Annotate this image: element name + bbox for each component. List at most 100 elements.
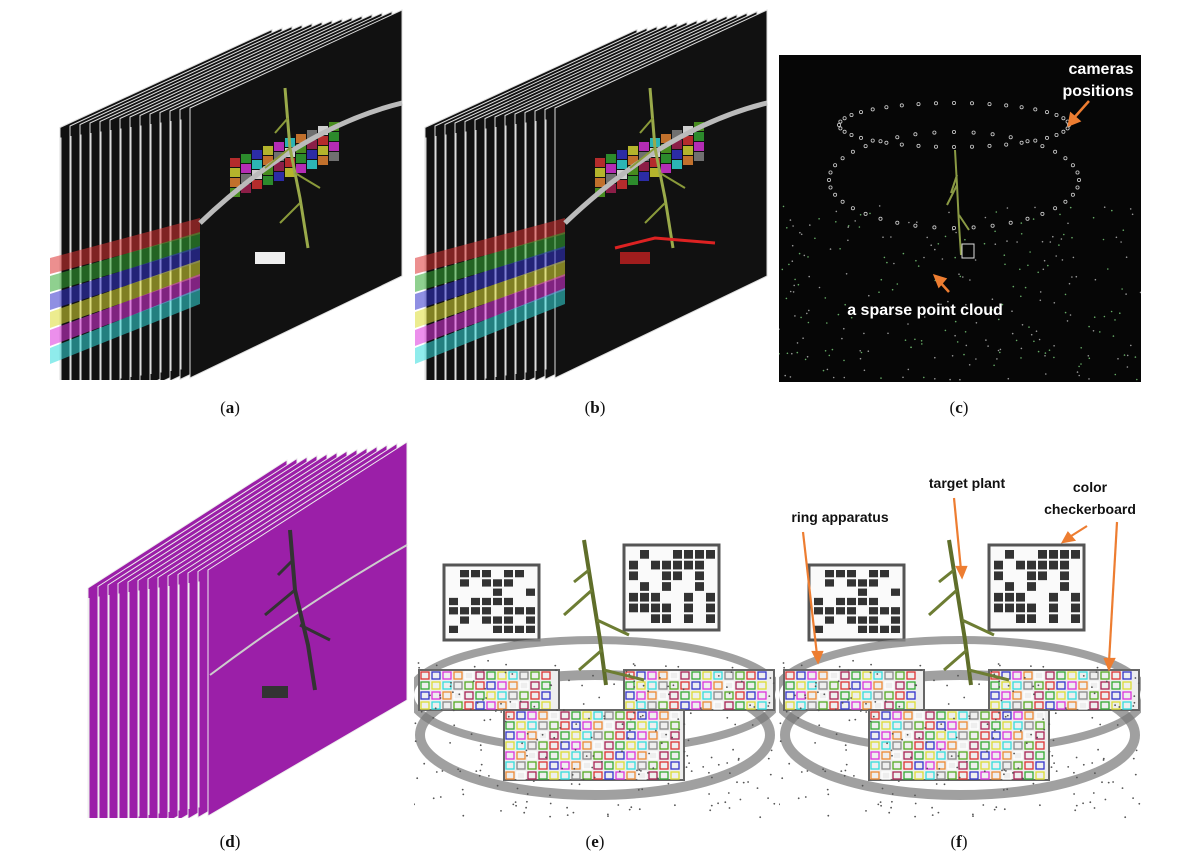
checker-cell [661, 144, 671, 153]
floor-cell [560, 731, 570, 740]
dense-point [1093, 807, 1096, 809]
dense-point [578, 783, 581, 786]
floor-cell [1013, 741, 1023, 750]
floor-cell [497, 671, 507, 680]
dense-point [449, 742, 451, 744]
floor-cell [680, 691, 690, 700]
checker-cell [504, 597, 513, 606]
floor-cell [541, 671, 551, 680]
sparse-point [878, 291, 880, 293]
floor-cell [626, 721, 636, 730]
floor-cell [903, 711, 913, 720]
floor-cell [549, 721, 559, 730]
checker-cell [672, 150, 682, 159]
camera-marker [899, 103, 904, 108]
dense-point [656, 777, 659, 780]
floor-cell [691, 671, 701, 680]
dense-point [897, 780, 900, 782]
dense-point [880, 804, 882, 807]
floor-cell [530, 671, 540, 680]
dense-point [822, 768, 824, 771]
dense-point [634, 664, 636, 667]
sparse-point [956, 341, 959, 343]
sparse-point [864, 310, 867, 312]
checker-cell [296, 134, 306, 143]
dense-point [523, 811, 526, 814]
color-band [415, 232, 565, 292]
dense-point [876, 673, 879, 675]
floor-cell [442, 691, 452, 700]
dense-point [566, 806, 568, 809]
floor-cell [625, 691, 635, 700]
floor-cell [903, 721, 913, 730]
dense-point [1007, 684, 1010, 687]
checker-cell [695, 571, 704, 581]
checker-cell [891, 625, 900, 633]
dense-point [931, 806, 933, 809]
dense-point [770, 749, 773, 752]
floor-cell [453, 671, 463, 680]
dense-point [769, 773, 772, 776]
floor-cell [475, 671, 485, 680]
camera-marker [1075, 185, 1080, 190]
checker-cell [526, 588, 535, 596]
floor-cell [659, 761, 669, 770]
dense-point [1116, 724, 1119, 726]
sparse-point [1020, 357, 1022, 359]
floor-cell [497, 701, 507, 710]
floor-cell [516, 711, 526, 720]
dense-point [500, 702, 502, 705]
floor-cell [648, 771, 658, 780]
checker-cell [858, 625, 867, 633]
panel-c-label-cloud: a sparse point cloud [847, 302, 1003, 319]
sparse-point [832, 376, 835, 379]
dense-point [773, 802, 776, 805]
checker-cell [661, 154, 671, 163]
floor-cell [538, 721, 548, 730]
dense-point [1114, 704, 1116, 707]
floor-cell [1034, 671, 1044, 680]
sparse-point [1071, 276, 1073, 278]
dense-point [514, 801, 517, 803]
floor-cell [658, 681, 668, 690]
sparse-point [921, 343, 923, 345]
checker-cell [880, 607, 889, 615]
floor-cell [604, 731, 614, 740]
checker-cell [1049, 560, 1058, 570]
panel-e [406, 520, 784, 820]
dense-point [767, 705, 770, 707]
dense-point [655, 729, 657, 732]
sparse-point [826, 322, 828, 324]
checker-cell [1038, 550, 1047, 559]
sparse-point [1044, 355, 1046, 357]
sparse-point [1061, 259, 1064, 261]
dense-point [870, 663, 872, 666]
color-band [50, 260, 200, 328]
floor-cell [648, 721, 658, 730]
dense-point [1001, 769, 1003, 772]
sparse-point [985, 339, 987, 341]
dense-point [1121, 787, 1124, 789]
floor-cell [884, 691, 894, 700]
sparse-point [1045, 373, 1047, 375]
floor-cell [958, 731, 968, 740]
floor-cell [881, 721, 891, 730]
panel-c-label-cameras: cameras [1069, 61, 1134, 78]
floor-cell [785, 671, 795, 680]
dense-point [504, 671, 507, 674]
floor-cell [735, 681, 745, 690]
checker-cell [639, 162, 649, 171]
floor-cell [519, 671, 529, 680]
floor-cell [892, 741, 902, 750]
sparse-point [1053, 345, 1055, 347]
dense-point [800, 771, 803, 773]
floor-cell [785, 701, 795, 710]
camera-marker [969, 101, 974, 106]
floor-cell [757, 701, 767, 710]
dense-point [995, 806, 998, 809]
dense-point [470, 733, 473, 736]
floor-checkerboard [623, 669, 775, 711]
floor-cell [991, 771, 1001, 780]
dense-point [632, 663, 635, 665]
sparse-point [1093, 316, 1096, 319]
